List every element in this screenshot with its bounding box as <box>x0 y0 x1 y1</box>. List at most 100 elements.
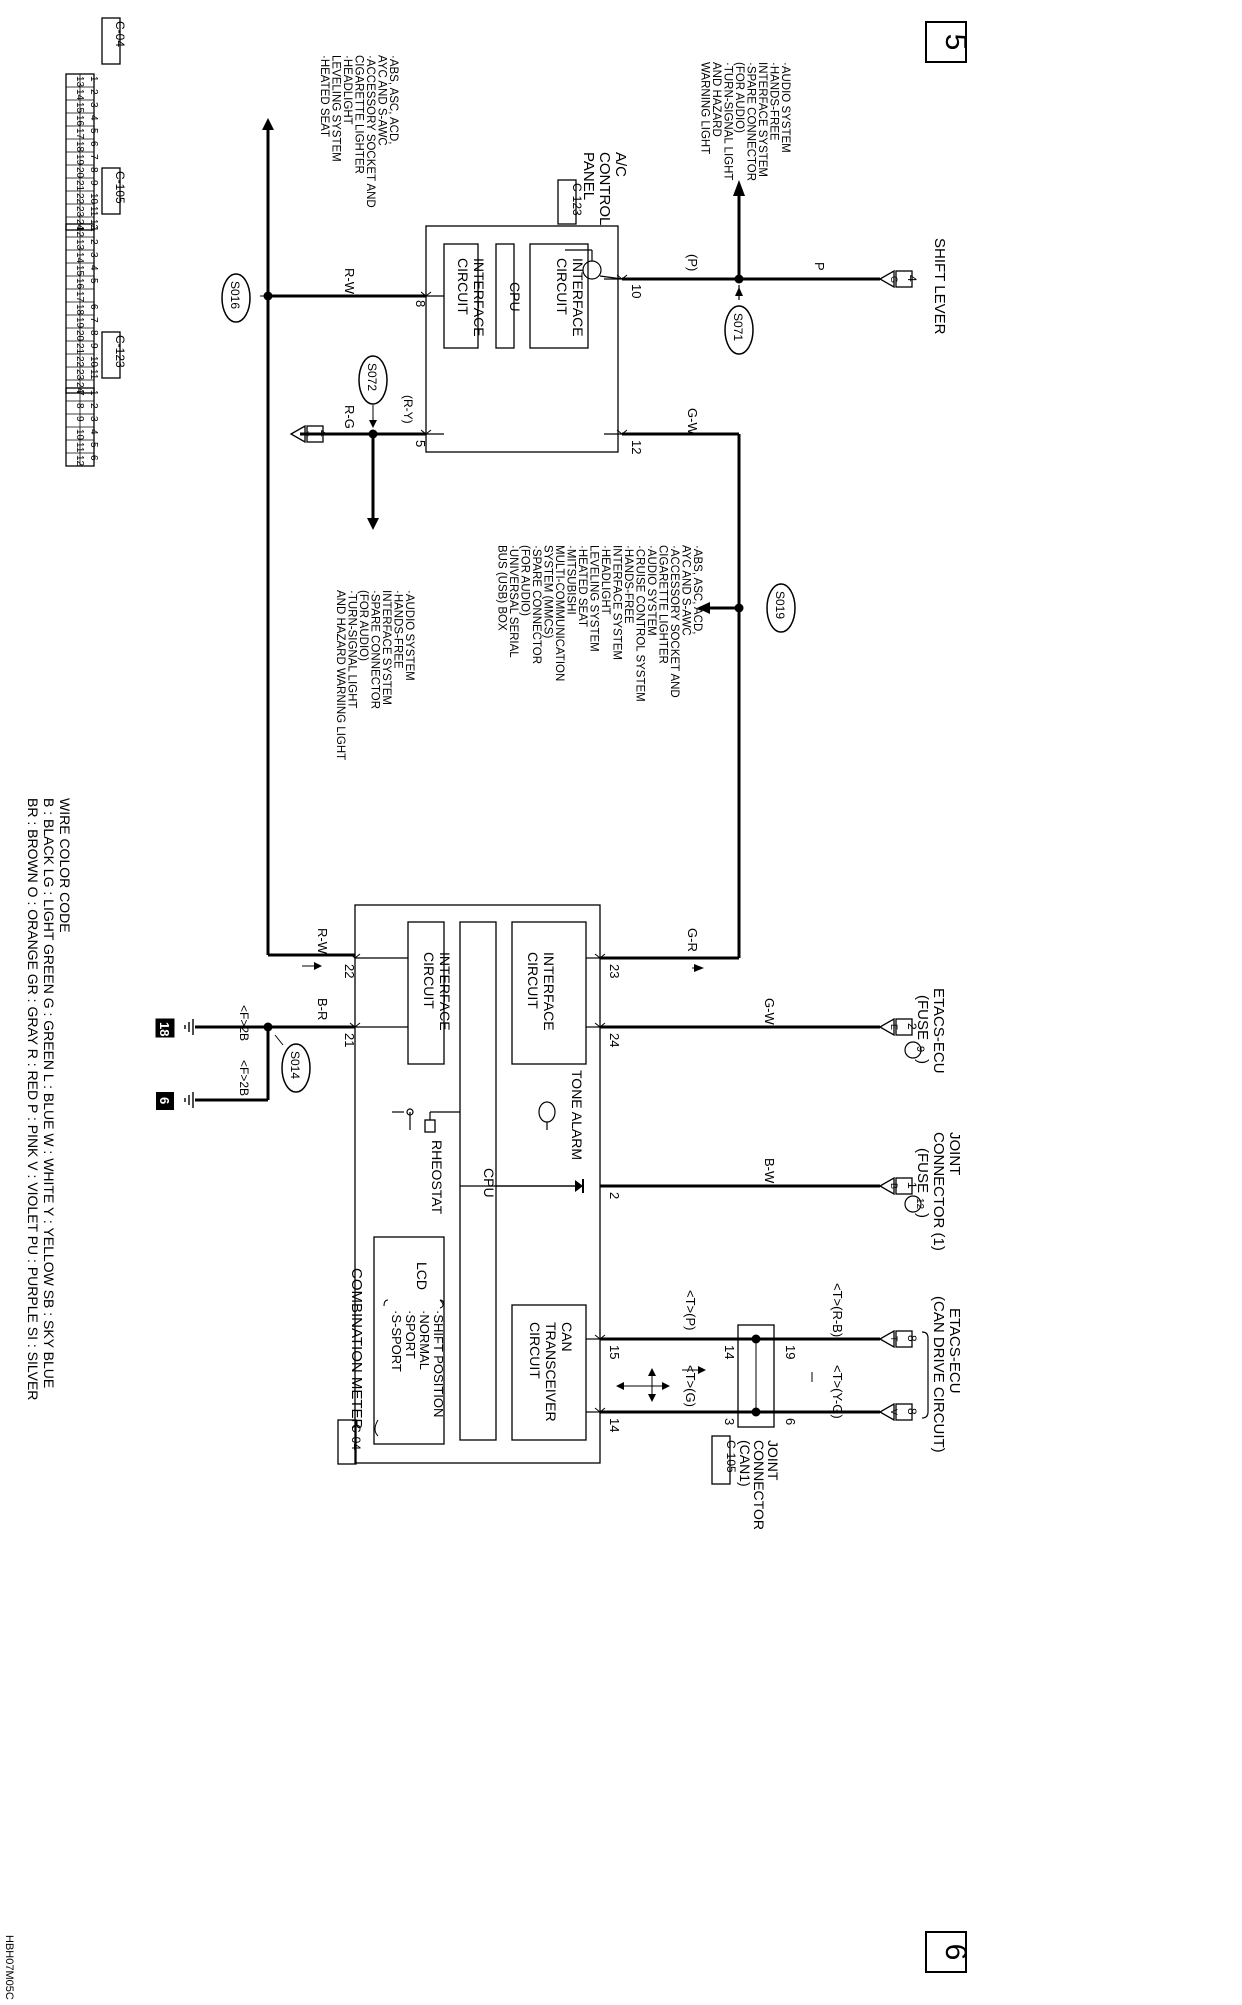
etacs-can-b-type: V <box>889 1409 899 1415</box>
connector-c123-label: C-123 <box>113 335 127 368</box>
splice-s019-label: S019 <box>773 591 787 619</box>
connector-c04-r1-5: 6 <box>88 141 99 147</box>
page-number-left-box <box>925 21 967 63</box>
joint-can1-conn: C-105 <box>724 1440 738 1473</box>
connector-c123-r1-3: 4 <box>88 429 99 435</box>
etacs-fuse9-pin-box <box>895 1018 913 1036</box>
note-audio-mid-line-5: ·TURN-SIGNAL LIGHT <box>346 590 358 708</box>
ground-6-fill <box>156 1092 174 1110</box>
arrow-s019 <box>697 602 710 614</box>
note-abs-top-line-2: ·ACCESSORY SOCKET AND <box>364 55 376 208</box>
etacs-can-a-terminal <box>878 1329 895 1349</box>
can-mid-left <box>616 1382 624 1390</box>
connector-c04-r1-7: 8 <box>88 167 99 173</box>
wire-label-rw-meter: R-W <box>315 928 330 955</box>
note-abs-long-line-8: ·HEADLIGHT <box>599 545 611 615</box>
meter-interface-box-2 <box>407 921 445 1065</box>
meter-pin-2: 2 <box>607 1192 622 1199</box>
connector-c04-r1-8: 9 <box>88 180 99 186</box>
wire-label-p: P <box>812 262 827 271</box>
fuse9-num: 9 <box>914 1046 926 1052</box>
wire-label-ry: (R-Y) <box>401 395 415 424</box>
ac-interface-box-1 <box>529 243 589 349</box>
connector-c04-label: C-04 <box>113 21 127 47</box>
ac-interface1-l2: CIRCUIT <box>554 258 570 315</box>
ac-panel-label2: CONTROL <box>596 152 613 225</box>
connector-c105-r2-10: 22 <box>74 356 85 368</box>
note-abs-top-line-1: AYC AND S-AWC <box>376 55 388 146</box>
ground-6-label: 6 <box>157 1097 172 1104</box>
note-abs-long-line-14: ·SPARE CONNECTOR <box>530 545 542 664</box>
connector-c04-r1-1: 2 <box>88 89 99 95</box>
ac-cpu-label: CPU <box>507 282 523 312</box>
note-audio-mid-line-1: ·HANDS-FREE <box>392 590 404 669</box>
connector-c105-r1-7: 7 <box>88 317 99 323</box>
note-abs-long-line-0: ·ABS, ASC, ACD, <box>691 545 703 634</box>
color-code-line2: BR : BROWN O : ORANGE GR : GRAY R : RED … <box>25 798 41 1400</box>
splice-s016 <box>221 273 251 323</box>
note-abs-long-line-3: CIGARETTE LIGHTER <box>657 545 669 664</box>
t4-terminal <box>289 424 306 444</box>
wire-label-p-paren: (P) <box>685 254 700 271</box>
etacs-can-a-type: T <box>889 1336 899 1342</box>
arrow-audio-mid <box>367 518 379 530</box>
splice-s071 <box>724 305 754 355</box>
etacs-fuse9-fuse: (FUSE <box>914 995 931 1040</box>
ac-pin-10: 10 <box>629 284 644 298</box>
joint-can1-name3: (CAN1) <box>737 1440 753 1487</box>
wire-label-bw: B-W <box>762 1158 777 1184</box>
note-abs-top-line-5: LEVELING SYSTEM <box>330 55 342 162</box>
t4-pin-box <box>306 425 324 443</box>
etacs-fuse9-type: E <box>889 1024 899 1030</box>
connector-c105-r2-3: 15 <box>74 265 85 277</box>
meter-lcd-box <box>373 1236 445 1445</box>
pin-marker <box>349 953 361 959</box>
connector-c04-r1-6: 7 <box>88 154 99 160</box>
ac-cpu-box <box>495 243 515 349</box>
jc-pin-19: 19 <box>783 1345 798 1359</box>
connector-c123-r1-5: 6 <box>88 455 99 461</box>
joint-conn1-type: B <box>889 1183 899 1189</box>
connector-c04-r1-0: 1 <box>88 76 99 82</box>
connector-c105-r1-3: 4 <box>88 265 99 271</box>
meter-interface2-l1: INTERFACE <box>437 952 453 1031</box>
connector-c04-r2-6: 19 <box>74 154 85 166</box>
splice-s016-label: S016 <box>228 281 242 309</box>
meter-lcd-item-2: ·SPORT <box>403 1310 418 1359</box>
pin-marker <box>349 1022 361 1028</box>
meter-cpu-box <box>459 921 497 1441</box>
meter-interface2-l2: CIRCUIT <box>421 952 437 1009</box>
ac-pin-8: 8 <box>413 300 428 307</box>
doc-code: HBH07M05CC <box>3 1935 15 2000</box>
connector-c04-label-box <box>101 17 121 65</box>
ac-interface2-l1: INTERFACE <box>471 258 487 337</box>
wire-label-rg: R-G <box>342 405 357 429</box>
connector-c123-r2-5: 12 <box>74 455 85 467</box>
note-abs-long-line-12: MULTI-COMMUNICATION <box>553 545 565 681</box>
rheostat-box <box>424 1119 436 1133</box>
ground-18-fill <box>156 1019 174 1037</box>
meter-pin-23: 23 <box>607 964 622 978</box>
note-abs-top-line-3: CIGARETTE LIGHTER <box>353 55 365 174</box>
wire-label-tg: <T>(G) <box>683 1365 698 1407</box>
combination-meter-conn: C-04 <box>349 1424 363 1450</box>
fuse9-close: ) <box>914 1059 931 1064</box>
connector-c04-r1-3: 4 <box>88 115 99 121</box>
pin-marker <box>594 1334 606 1340</box>
etacs-can-b-pin: 8 <box>905 1408 919 1415</box>
connector-c105-r2-5: 17 <box>74 291 85 303</box>
ac-control-panel-box <box>425 225 619 453</box>
rheostat-node <box>406 1108 414 1116</box>
s071-pointer-head <box>735 287 743 296</box>
connector-c123-r1-0: 1 <box>88 390 99 396</box>
note-audio-mid-line-4: (FOR AUDIO) <box>357 590 369 661</box>
connector-c105-r1-10: 10 <box>88 356 99 368</box>
connector-c04-r2-1: 14 <box>74 89 85 101</box>
note-abs-long-line-2: ·ACCESSORY SOCKET AND <box>668 545 680 698</box>
wire-label-gw-ac: G-W <box>685 408 700 435</box>
meter-interface-box-1 <box>511 921 587 1065</box>
note-audio-mid-line-3: ·SPARE CONNECTOR <box>369 590 381 709</box>
connector-c04-r2-4: 17 <box>74 128 85 140</box>
arrow-audio-top <box>733 180 745 196</box>
